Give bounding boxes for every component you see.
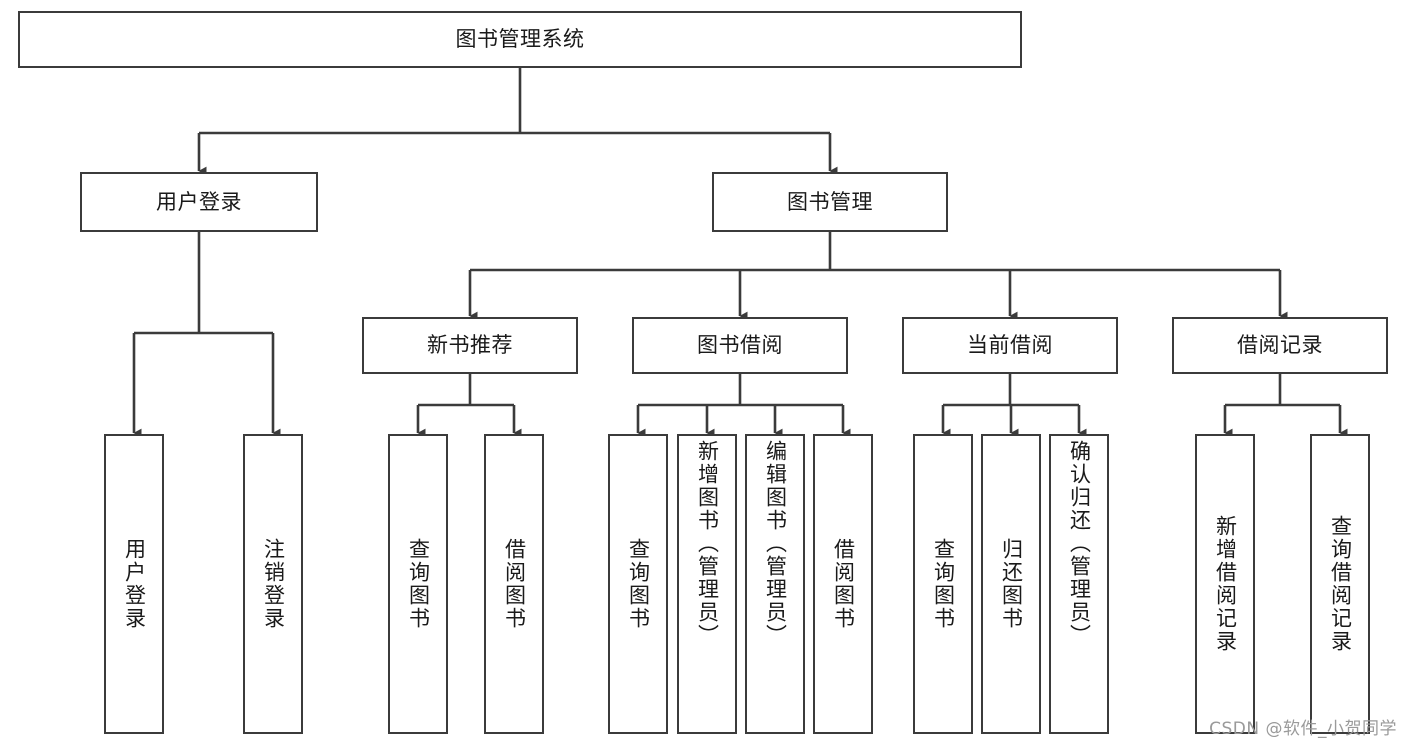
node-current-borrow[interactable]: 当前借阅 (902, 317, 1118, 374)
node-leaf-query-book-recommend[interactable]: 查询图书 (388, 434, 448, 734)
node-label: 注销登录 (261, 538, 286, 630)
node-label: 图书管理系统 (455, 27, 585, 52)
node-leaf-query-borrow-record[interactable]: 查询借阅记录 (1310, 434, 1370, 734)
node-leaf-confirm-return-admin[interactable]: 确认归还（管理员） (1049, 434, 1109, 734)
node-label: 查询借阅记录 (1328, 515, 1353, 653)
node-label: 图书借阅 (697, 333, 783, 358)
node-label: 新书推荐 (427, 333, 513, 358)
node-label: 查询图书 (406, 538, 431, 630)
node-leaf-logout[interactable]: 注销登录 (243, 434, 303, 734)
node-leaf-borrow-book-recommend[interactable]: 借阅图书 (484, 434, 544, 734)
node-label: 借阅记录 (1237, 333, 1323, 358)
node-label: 编辑图书（管理员） (763, 440, 788, 647)
node-borrow-record[interactable]: 借阅记录 (1172, 317, 1388, 374)
node-leaf-query-book-borrow[interactable]: 查询图书 (608, 434, 668, 734)
node-label: 归还图书 (999, 538, 1024, 630)
node-book-management[interactable]: 图书管理 (712, 172, 948, 232)
node-leaf-user-login[interactable]: 用户登录 (104, 434, 164, 734)
node-new-book-recommend[interactable]: 新书推荐 (362, 317, 578, 374)
node-label: 新增借阅记录 (1213, 515, 1238, 653)
node-leaf-return-book[interactable]: 归还图书 (981, 434, 1041, 734)
node-label: 确认归还（管理员） (1067, 440, 1092, 647)
node-label: 借阅图书 (502, 538, 527, 630)
node-book-borrow[interactable]: 图书借阅 (632, 317, 848, 374)
node-label: 用户登录 (156, 189, 242, 214)
node-user-login[interactable]: 用户登录 (80, 172, 318, 232)
node-label: 借阅图书 (831, 538, 856, 630)
node-label: 用户登录 (122, 538, 147, 630)
node-label: 新增图书（管理员） (695, 440, 720, 647)
node-leaf-add-book-admin[interactable]: 新增图书（管理员） (677, 434, 737, 734)
node-label: 查询图书 (931, 538, 956, 630)
node-leaf-add-borrow-record[interactable]: 新增借阅记录 (1195, 434, 1255, 734)
node-leaf-borrow-book[interactable]: 借阅图书 (813, 434, 873, 734)
node-leaf-edit-book-admin[interactable]: 编辑图书（管理员） (745, 434, 805, 734)
node-label: 当前借阅 (967, 333, 1053, 358)
node-label: 图书管理 (787, 189, 873, 214)
node-root-system[interactable]: 图书管理系统 (18, 11, 1022, 68)
watermark-credit: CSDN @软件_小贺同学 (1209, 719, 1397, 739)
node-leaf-query-book-current[interactable]: 查询图书 (913, 434, 973, 734)
node-label: 查询图书 (626, 538, 651, 630)
